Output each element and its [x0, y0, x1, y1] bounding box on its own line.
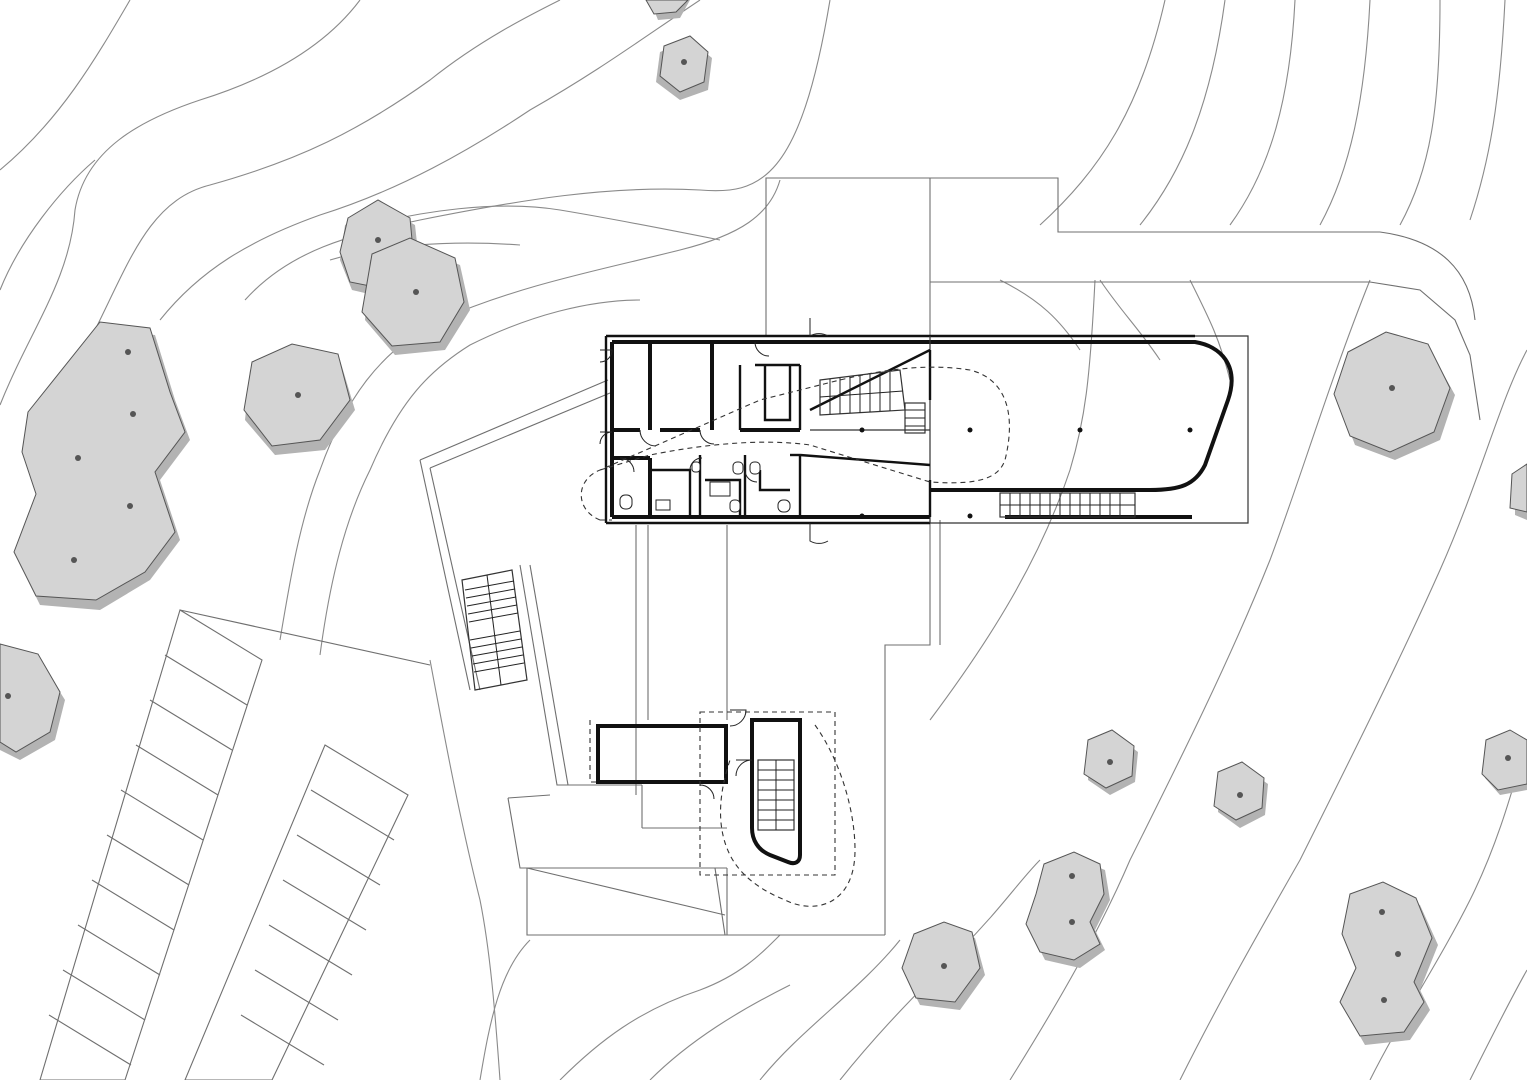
- tree-icon: [361, 237, 470, 355]
- tree-icon: [0, 643, 65, 760]
- interior-stair: [819, 369, 926, 434]
- core-stair: [757, 759, 795, 831]
- tree-icon: [1025, 851, 1110, 968]
- ramp-stair: [461, 569, 528, 691]
- tree-icon: [645, 0, 690, 20]
- tree-icon: [656, 35, 712, 100]
- tree-icon: [243, 343, 355, 455]
- trees: [0, 0, 1527, 1045]
- parking-stalls-right: [240, 789, 395, 1066]
- terrace-stair: [999, 492, 1136, 518]
- tree-icon: [13, 321, 190, 610]
- tree-icon: [1333, 331, 1455, 460]
- tree-icon: [1339, 881, 1438, 1045]
- tree-icon: [1083, 729, 1138, 795]
- lower-building: [589, 709, 856, 907]
- parking-stalls-left: [48, 654, 248, 1066]
- main-building: [580, 318, 1249, 544]
- site-outlines: [39, 177, 1481, 1080]
- tree-icon: [1481, 729, 1527, 795]
- tree-icon: [1213, 761, 1268, 828]
- tree-icon: [901, 921, 985, 1010]
- tree-icon: [1509, 463, 1527, 520]
